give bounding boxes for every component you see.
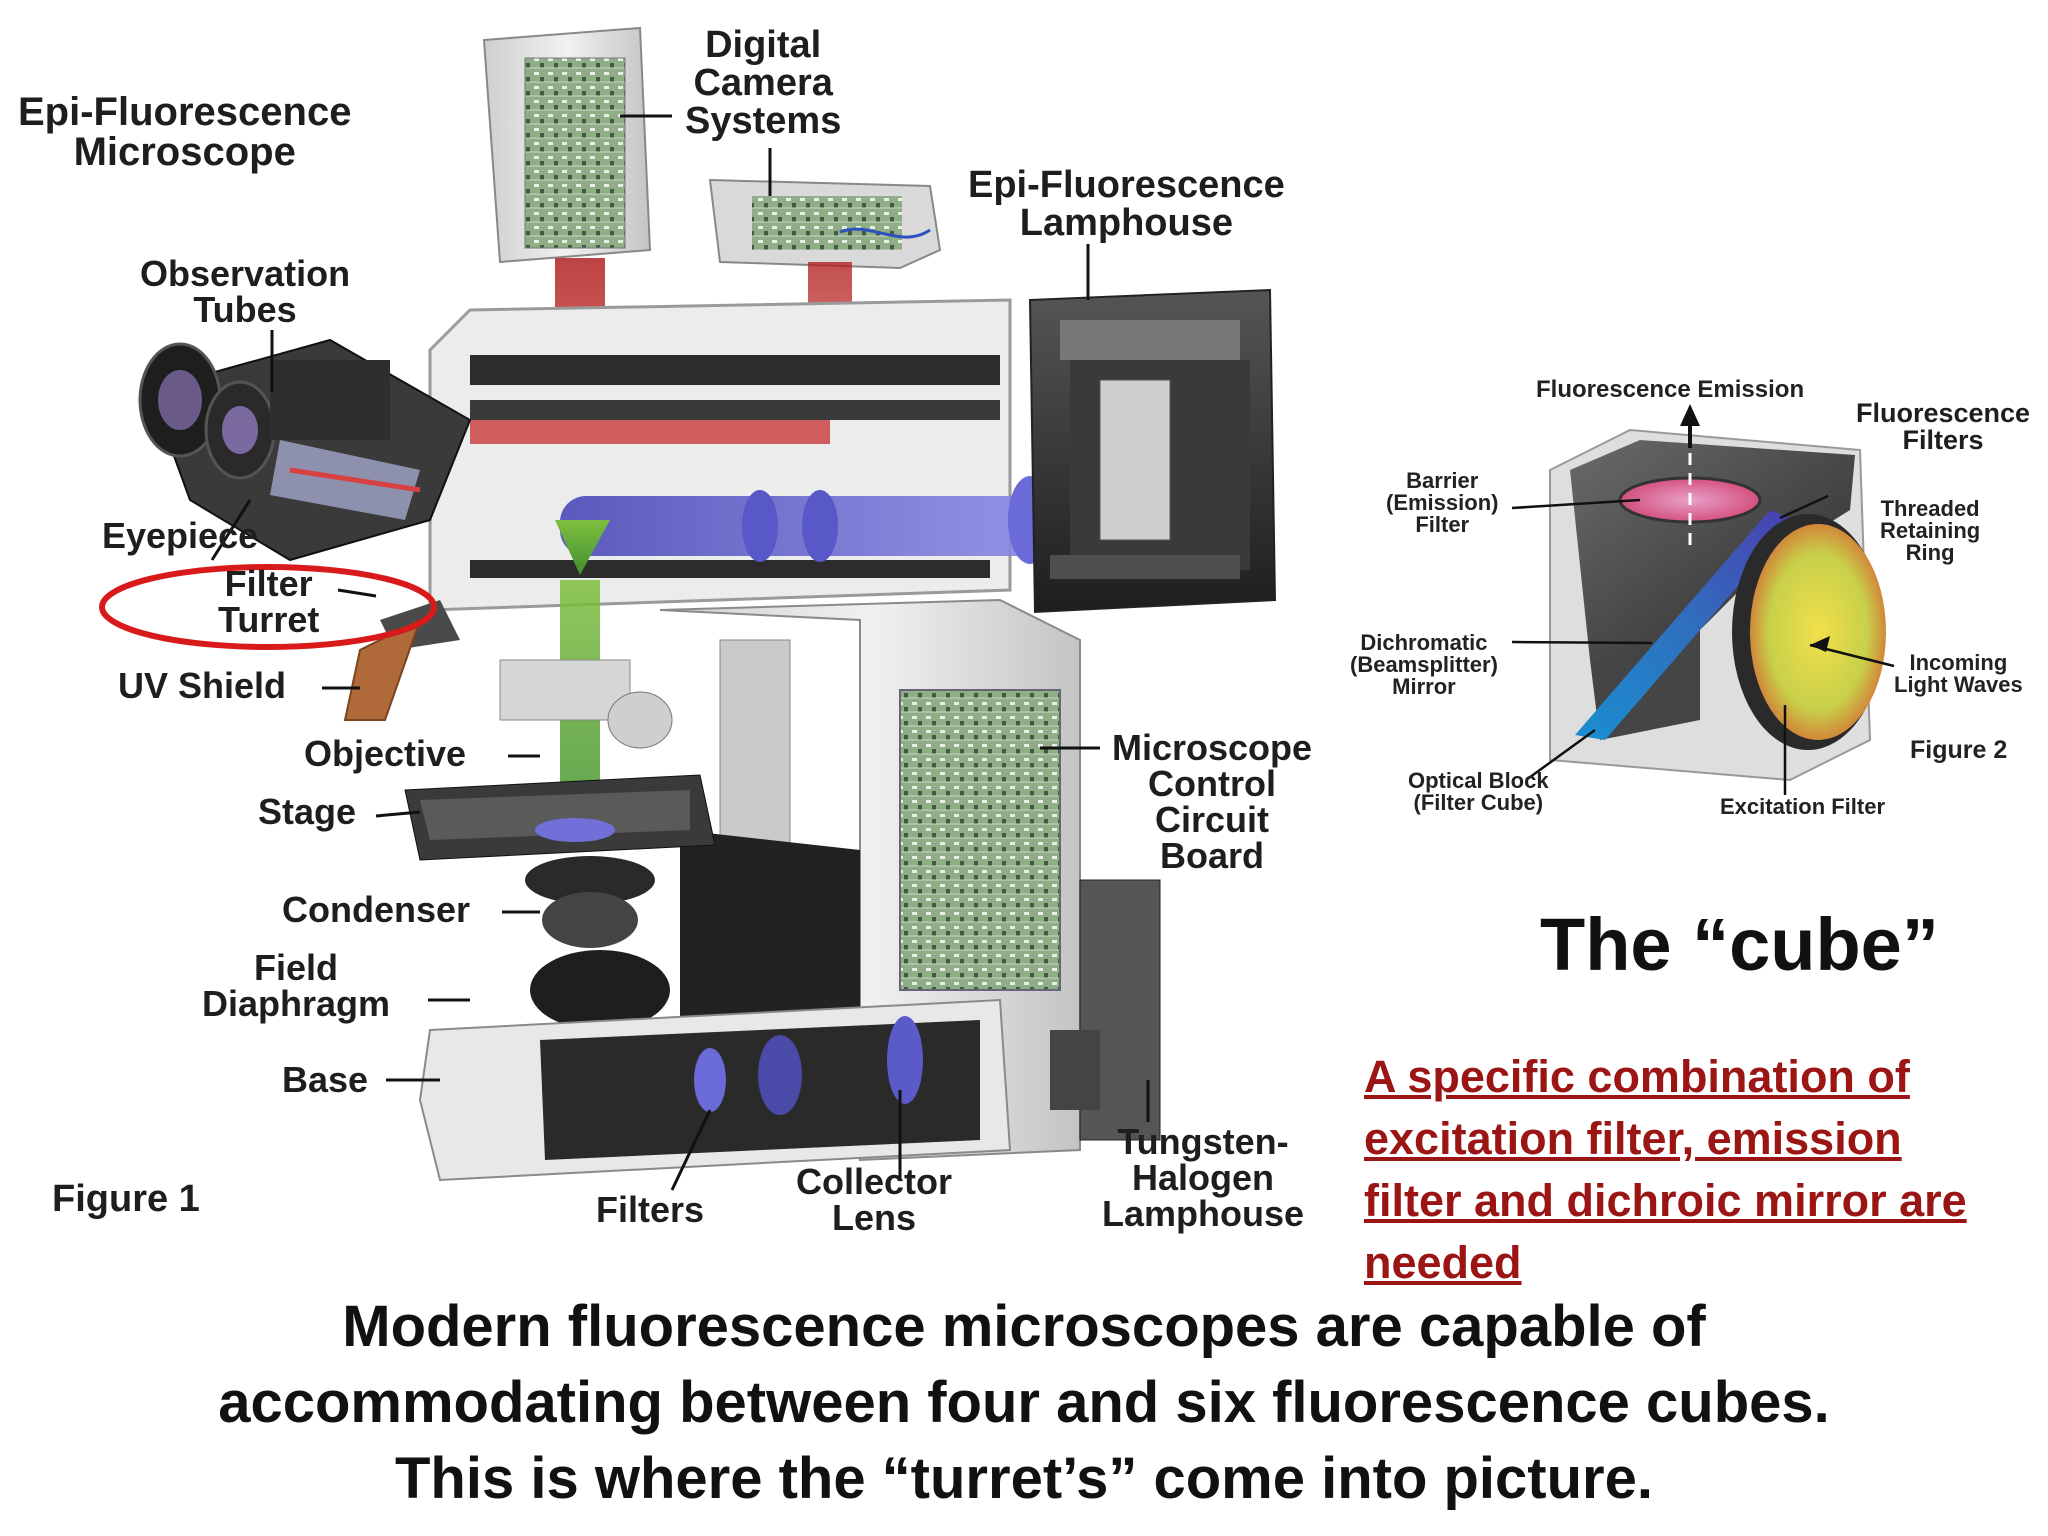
- label-objective: Objective: [304, 733, 467, 774]
- label-filters: Filters: [596, 1189, 705, 1230]
- label-base: Base: [282, 1059, 369, 1100]
- caption-line-2: accommodating between four and six fluor…: [218, 1370, 1830, 1435]
- stage-and-objective: [404, 659, 716, 861]
- incoming-arrow-icon: [1810, 636, 1830, 652]
- label-eyepiece: Eyepiece: [102, 515, 259, 556]
- filter-turret-highlight: [99, 564, 437, 650]
- label-optical-block: Optical Block(Filter Cube): [1408, 768, 1549, 815]
- label-uv-shield: UV Shield: [118, 665, 287, 706]
- label-excitation-filter: Excitation Filter: [1720, 794, 1886, 819]
- emission-arrow-icon: [1680, 404, 1700, 426]
- excitation-filter: [1732, 514, 1886, 750]
- figure1-caption: Figure 1: [52, 1178, 200, 1220]
- filter-cube-illustration: [1511, 404, 1895, 795]
- small-camera-body: [708, 178, 942, 270]
- label-condenser: Condenser: [282, 889, 471, 930]
- figure2-caption: Figure 2: [1910, 736, 2008, 764]
- condenser-and-base: [418, 856, 1161, 1182]
- epi-lamphouse-body: [1028, 288, 1277, 614]
- dichromatic-mirror: [1575, 510, 1795, 740]
- turret-cube: [555, 520, 610, 575]
- cube-note: A specific combination of excitation fil…: [1364, 1051, 1967, 1288]
- label-barrier-filter: Barrier(Emission)Filter: [1386, 468, 1499, 537]
- microscope-upper-housing: [428, 298, 1012, 612]
- caption-line-3: This is where the “turret’s” come into p…: [395, 1446, 1653, 1511]
- digital-camera-body: [482, 26, 652, 264]
- microscope-illustration: [99, 26, 1277, 1191]
- figure1-leader-lines: [210, 114, 1150, 1191]
- observation-tubes-body: [138, 338, 472, 562]
- caption-line-1: Modern fluorescence microscopes are capa…: [342, 1294, 1706, 1359]
- label-dichromatic-mirror: Dichromatic(Beamsplitter)Mirror: [1350, 630, 1498, 699]
- label-fluorescence-emission: Fluorescence Emission: [1536, 376, 1805, 403]
- slide-caption: Modern fluorescence microscopes are capa…: [0, 1298, 2048, 1526]
- red-observation-beam: [470, 420, 830, 444]
- cube-title: The “cube”: [1540, 903, 1939, 986]
- label-stage: Stage: [258, 791, 357, 832]
